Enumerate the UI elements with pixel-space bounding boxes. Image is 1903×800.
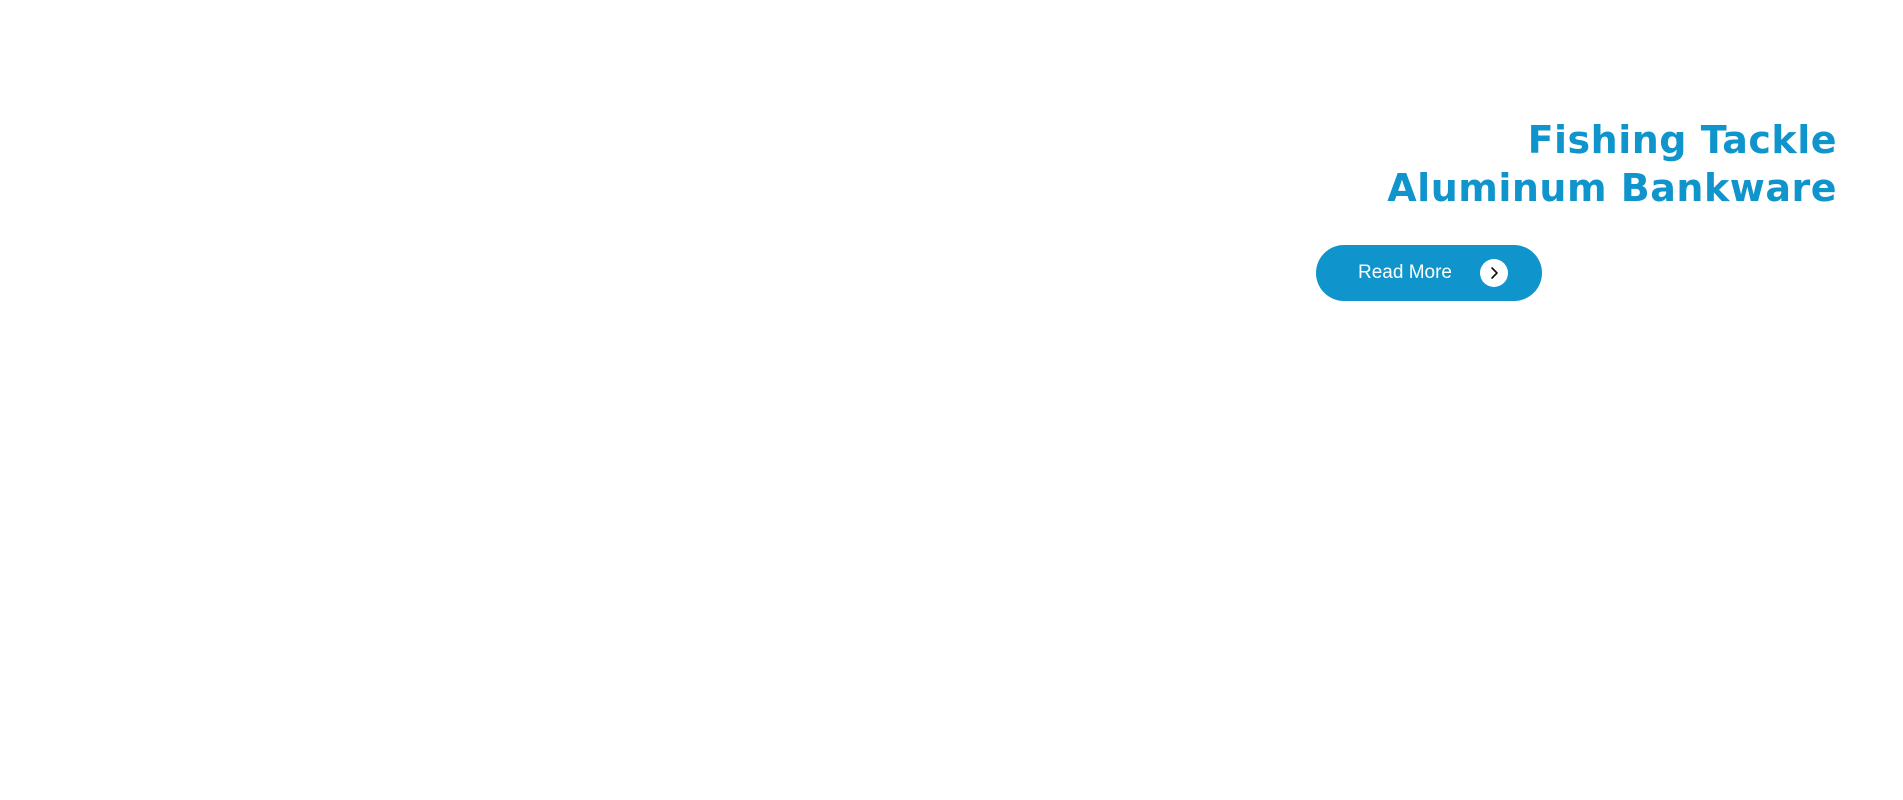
chevron-right-icon xyxy=(1480,259,1508,287)
read-more-button[interactable]: Read More xyxy=(1316,245,1542,301)
hero-heading-line-1: Fishing Tackle xyxy=(1527,118,1837,162)
read-more-label: Read More xyxy=(1358,262,1452,283)
hero-heading: Fishing Tackle Aluminum Bankware xyxy=(1387,116,1837,212)
hero-heading-line-2: Aluminum Bankware xyxy=(1387,166,1837,210)
